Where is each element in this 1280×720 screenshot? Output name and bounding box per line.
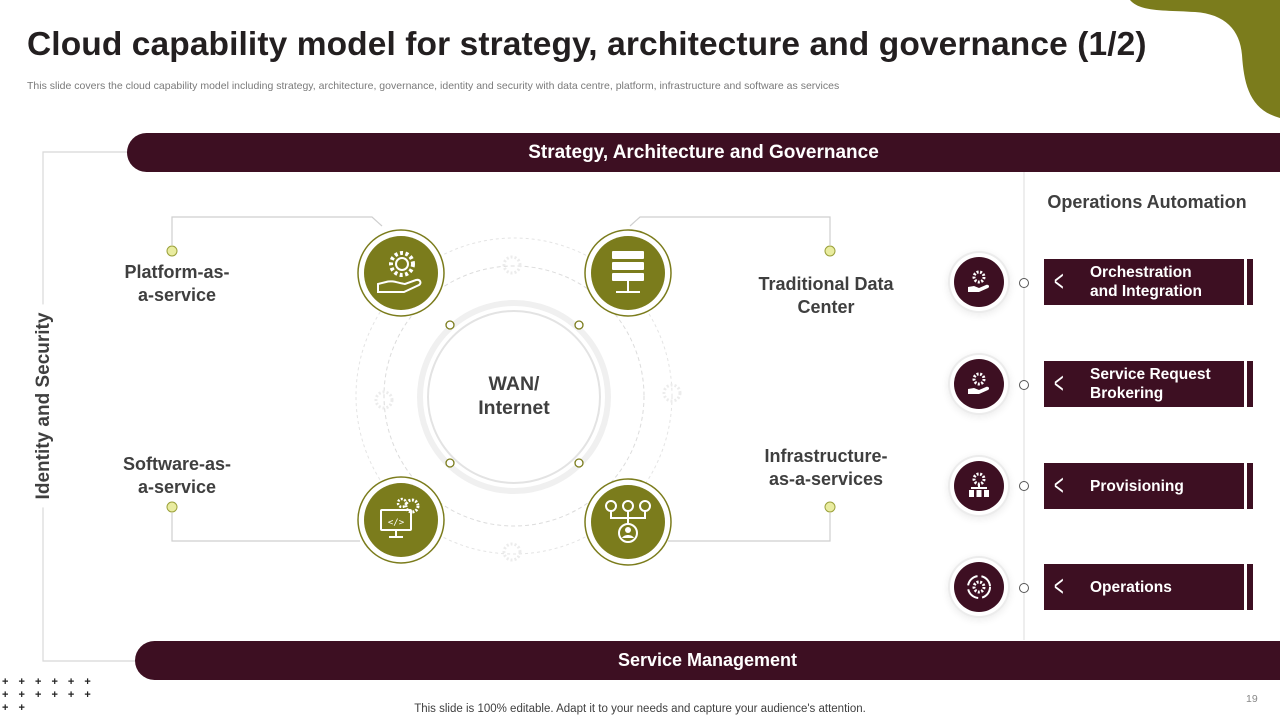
gear-cycle-icon — [954, 562, 1004, 612]
outer-ring — [355, 237, 673, 555]
ops-item-endcap — [1247, 463, 1253, 509]
ops-item-endcap — [1247, 259, 1253, 305]
chevron-left-icon: < — [1053, 570, 1064, 604]
network-user-icon — [584, 478, 672, 566]
page-title: Cloud capability model for strategy, arc… — [27, 26, 1147, 63]
connector-dot — [1019, 380, 1029, 390]
page-subtitle: This slide covers the cloud capability m… — [27, 80, 840, 92]
ops-item-operations: < Operations — [1044, 564, 1244, 610]
ops-item-label: Provisioning — [1090, 477, 1184, 495]
ops-item-service-request: < Service Request Brokering — [1044, 361, 1244, 407]
wan-internet-label: WAN/ Internet — [478, 373, 550, 419]
connector-line — [171, 216, 383, 245]
connector-line — [668, 513, 831, 542]
label-dot — [166, 245, 178, 257]
monitor-code-gear-icon: </> — [357, 476, 445, 564]
ops-item-endcap — [1247, 564, 1253, 610]
ops-item-provisioning: < Provisioning — [1044, 463, 1244, 509]
center-circle — [427, 310, 601, 484]
center-circle-shadow — [417, 300, 611, 494]
chevron-left-icon: < — [1053, 367, 1064, 401]
connector-line — [629, 216, 831, 245]
decorative-blob — [1130, 0, 1280, 118]
server-rack-icon — [584, 229, 672, 317]
infrastructure-label: Infrastructure- as-a-services — [764, 446, 888, 489]
gear-network-icon — [954, 461, 1004, 511]
hand-gear-icon — [954, 257, 1004, 307]
middle-ring — [383, 265, 645, 527]
decorative-dots: + + + + + + + + + + + + + + — [2, 676, 95, 714]
ops-item-label: Service Request Brokering — [1090, 366, 1211, 402]
connector-dot — [1019, 583, 1029, 593]
connector-dot — [1019, 278, 1029, 288]
hand-gear-icon — [954, 359, 1004, 409]
platform-label: Platform-as- a-service — [124, 262, 230, 305]
label-dot — [824, 501, 836, 513]
software-label: Software-as- a-service — [122, 454, 232, 497]
ops-item-label: Orchestration and Integration — [1090, 264, 1202, 300]
label-dot — [166, 501, 178, 513]
connector-line — [171, 513, 360, 542]
footer-note: This slide is 100% editable. Adapt it to… — [414, 703, 866, 715]
operations-automation-title: Operations Automation — [1047, 192, 1247, 212]
hand-gear-user-icon — [357, 229, 445, 317]
page-number: 19 — [1246, 693, 1258, 705]
ops-item-orchestration: < Orchestration and Integration — [1044, 259, 1244, 305]
service-management-bar: Service Management — [135, 641, 1280, 680]
chevron-left-icon: < — [1053, 469, 1064, 503]
chevron-left-icon: < — [1053, 265, 1064, 299]
ops-item-endcap — [1247, 361, 1253, 407]
label-dot — [824, 245, 836, 257]
strategy-bar: Strategy, Architecture and Governance — [127, 133, 1280, 172]
svg-text:</>: </> — [388, 518, 405, 528]
data-center-label: Traditional Data Center — [758, 274, 894, 317]
ops-item-label: Operations — [1090, 578, 1172, 596]
connector-dot — [1019, 481, 1029, 491]
